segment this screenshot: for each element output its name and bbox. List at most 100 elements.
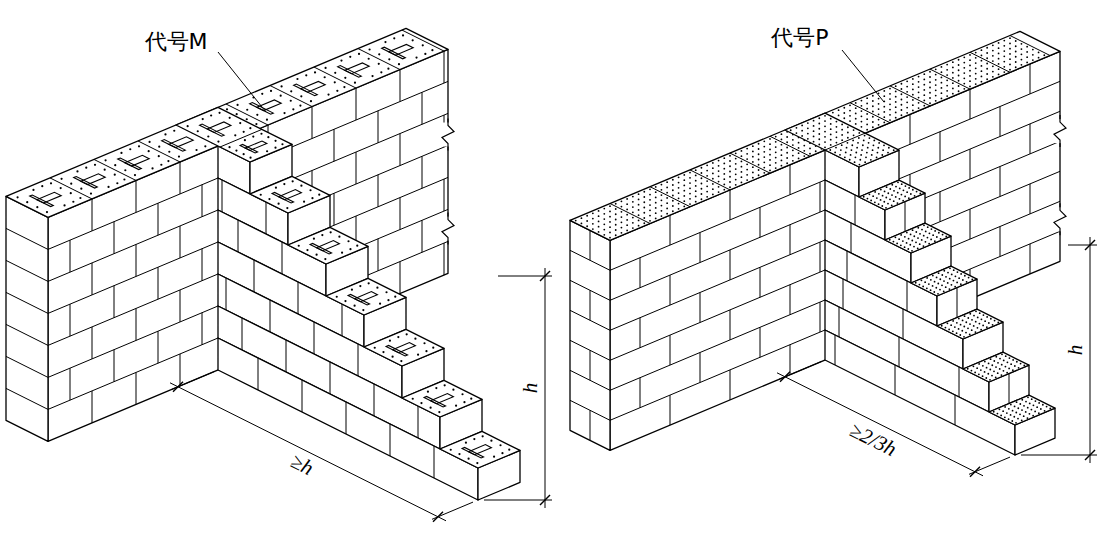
brick-hole <box>889 88 891 90</box>
brick-hole <box>918 102 920 104</box>
brick-hole <box>781 133 783 135</box>
brick-hole <box>266 150 268 152</box>
brick-hole <box>683 195 685 197</box>
brick-hole <box>861 121 863 123</box>
head-joint <box>374 384 375 416</box>
brick-hole <box>1031 409 1033 411</box>
brick-hole <box>977 317 979 319</box>
brick-hole <box>729 186 731 188</box>
brick-hole <box>941 325 943 327</box>
brick-hole <box>917 227 919 229</box>
brick-hole <box>957 271 959 273</box>
brick-hole <box>202 118 204 120</box>
brick-hole <box>666 208 668 210</box>
brick-hole <box>893 190 895 192</box>
brick-hole <box>907 248 909 250</box>
brick-hole <box>661 184 663 186</box>
brick-hole <box>969 54 971 56</box>
brick-hole <box>621 216 623 218</box>
brick-hole <box>598 231 600 233</box>
head-joint <box>590 290 591 320</box>
brick-hole <box>347 240 349 242</box>
brick-hole <box>836 126 838 128</box>
brick-hole <box>908 238 910 240</box>
brick-hole <box>649 199 651 201</box>
head-joint <box>895 365 896 395</box>
brick-hole <box>786 157 788 159</box>
brick-hole <box>901 183 903 185</box>
brick-hole <box>729 181 731 183</box>
brick-hole <box>813 125 815 127</box>
brick-hole <box>752 145 754 147</box>
brick-hole <box>952 77 954 79</box>
brick-hole <box>586 215 588 217</box>
brick-hole <box>336 296 338 298</box>
brick-hole <box>858 132 860 134</box>
brick-hole <box>775 141 777 143</box>
brick-hole <box>712 183 714 185</box>
brick-hole <box>234 134 236 136</box>
head-joint <box>356 88 357 120</box>
brick-hole <box>752 150 754 152</box>
brick-hole <box>958 75 960 77</box>
brick-hole <box>895 106 897 108</box>
head-joint <box>957 288 958 318</box>
brick-hole <box>918 81 920 83</box>
brick-hole <box>901 109 903 111</box>
brick-hole <box>626 224 628 226</box>
brick-hole <box>324 76 326 78</box>
brick-hole <box>683 174 685 176</box>
brick-hole <box>801 130 803 132</box>
brick-hole <box>586 225 588 227</box>
head-joint <box>1030 184 1031 214</box>
brick-hole <box>638 198 640 200</box>
brick-hole <box>976 367 978 369</box>
brick-hole <box>889 103 891 105</box>
brick-hole <box>943 280 945 282</box>
brick-hole <box>330 231 332 233</box>
brick-hole <box>897 181 899 183</box>
brick-hole <box>1016 401 1018 403</box>
head-joint <box>1030 244 1031 274</box>
brick-hole <box>841 134 843 136</box>
brick-hole <box>1009 64 1011 66</box>
brick-hole <box>856 147 858 149</box>
brick-hole <box>314 71 316 73</box>
brick-hole <box>621 221 623 223</box>
brick-hole <box>878 193 880 195</box>
brick-hole <box>683 185 685 187</box>
brick-hole <box>609 210 611 212</box>
brick-hole <box>895 117 897 119</box>
head-joint <box>136 308 137 340</box>
head-joint <box>910 114 911 144</box>
brick-hole <box>592 212 594 214</box>
brick-hole <box>960 273 962 275</box>
brick-hole <box>763 156 765 158</box>
brick-hole <box>866 102 868 104</box>
brick-hole <box>818 144 820 146</box>
brick-hole <box>204 145 206 147</box>
head-joint <box>400 262 401 294</box>
brick-hole <box>120 152 122 154</box>
brick-hole <box>786 136 788 138</box>
brick-hole <box>1012 359 1014 361</box>
brick-hole <box>16 196 18 198</box>
brick-hole <box>340 59 342 61</box>
brick-hole <box>873 140 875 142</box>
brick-hole <box>969 75 971 77</box>
brick-hole <box>912 189 914 191</box>
brick-hole <box>953 269 955 271</box>
head-joint <box>158 331 159 363</box>
brick-hole <box>158 146 160 148</box>
brick-hole <box>818 128 820 130</box>
brick-hole <box>752 172 754 174</box>
brick-hole <box>706 180 708 182</box>
brick-hole <box>94 164 96 166</box>
head-joint <box>839 307 840 337</box>
head-joint <box>266 202 267 234</box>
brick-hole <box>424 53 426 55</box>
head-joint <box>730 190 731 220</box>
brick-hole <box>463 401 465 403</box>
brick-hole <box>873 144 875 146</box>
brick-hole <box>1007 361 1009 363</box>
